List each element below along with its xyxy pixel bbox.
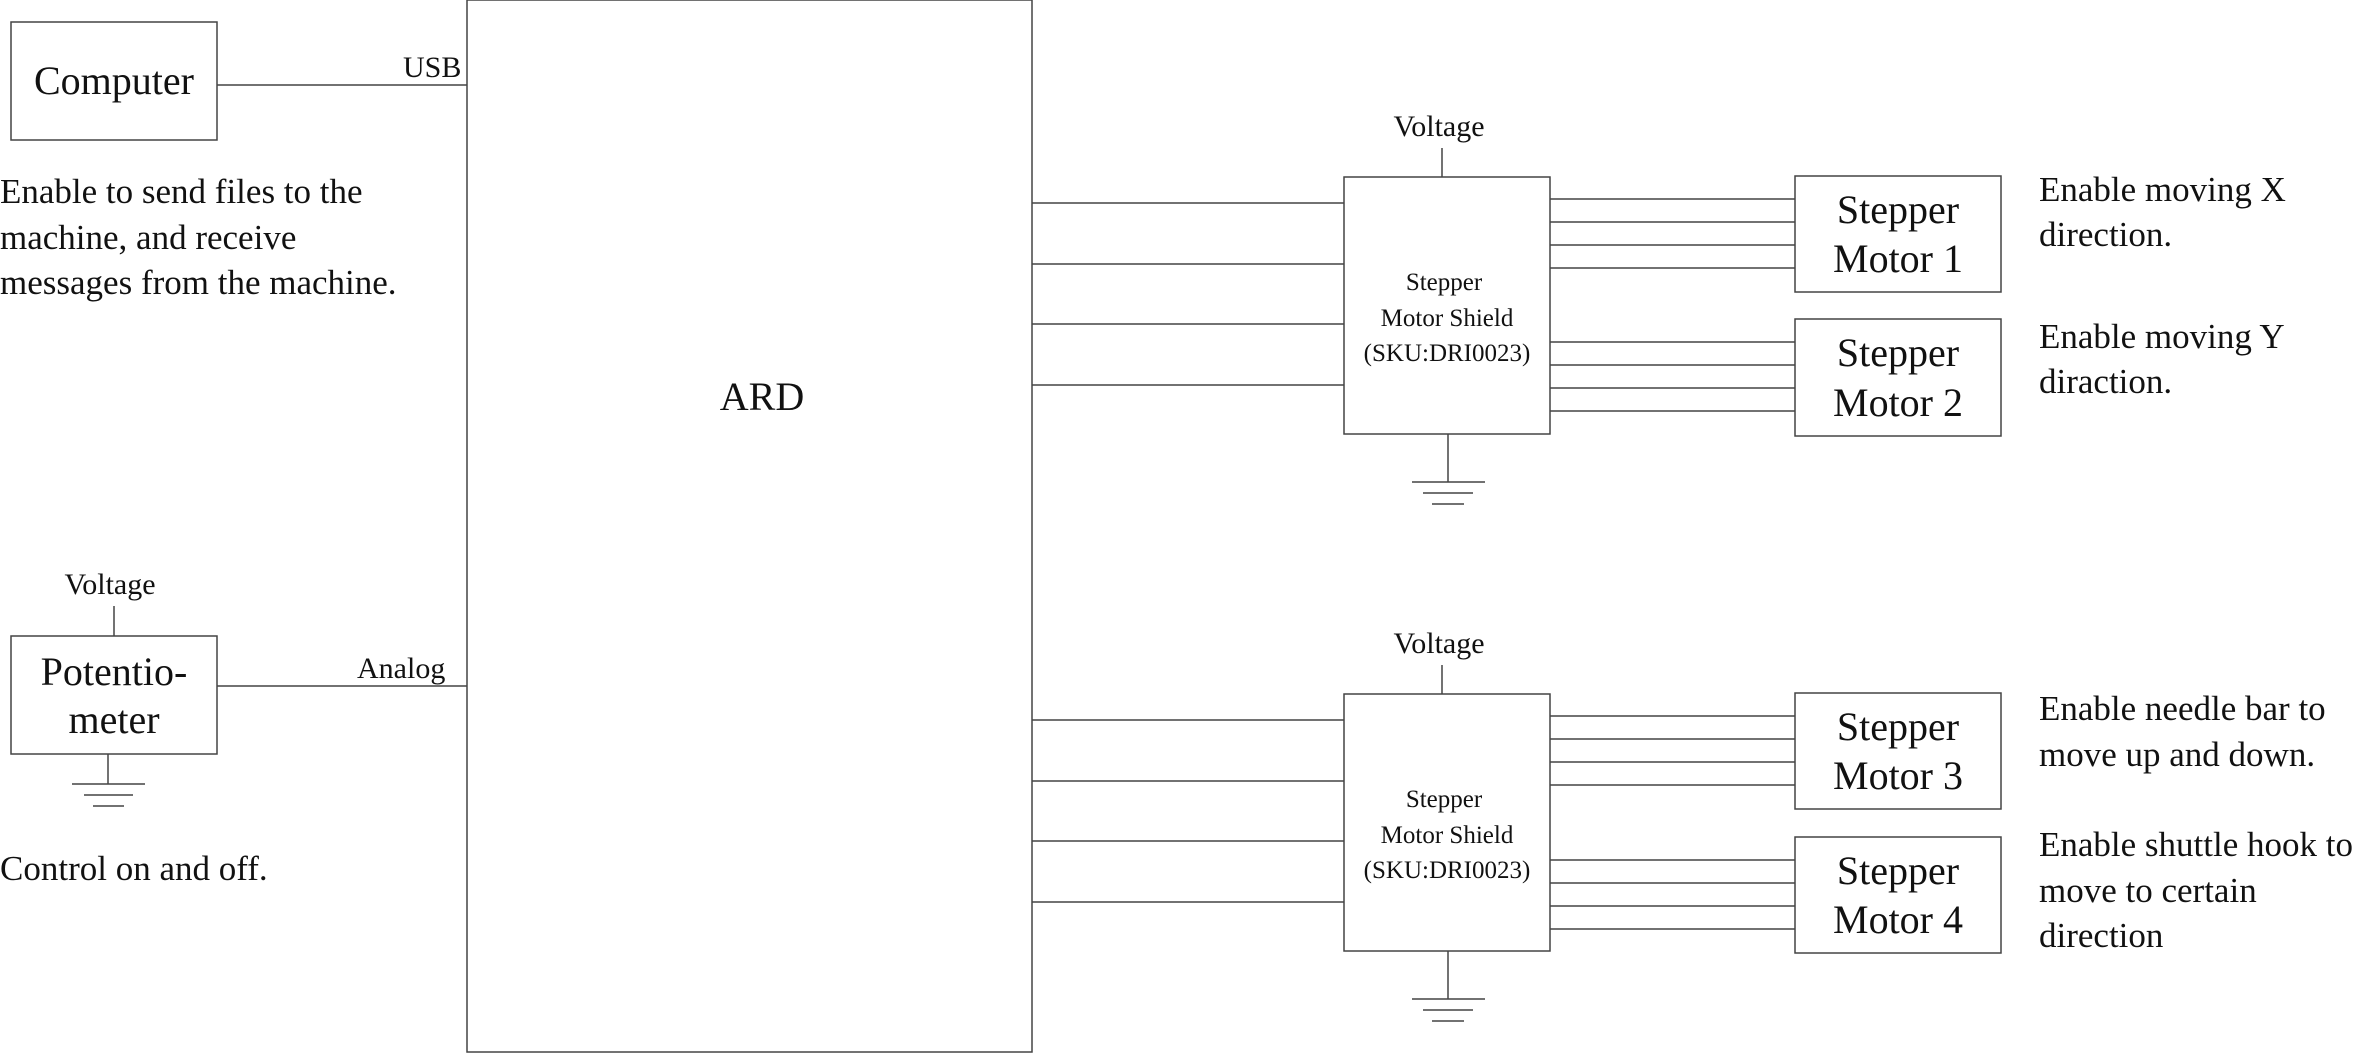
motor-4-box (1794, 836, 2002, 954)
bottom-shield-ground-icon (1412, 951, 1485, 1022)
potentiometer-voltage-label: Voltage (64, 568, 155, 601)
bottom-shield-label-line-3: (SKU:DRI0023) (1364, 857, 1531, 884)
motor-2-box (1794, 318, 2002, 437)
motor-2-label-line-1: Stepper (1837, 330, 1959, 375)
bottom-shield-label-line-2: Motor Shield (1381, 822, 1514, 849)
potentiometer-block: Voltage Potentio- meter (10, 568, 218, 807)
ard-block: ARD (466, 0, 1033, 1053)
motor-1-label-line-2: Motor 1 (1833, 236, 1963, 281)
motor-1-block: Stepper Motor 1 (1794, 175, 2002, 293)
motor-4-note: Enable shuttle hook to move to certain d… (2039, 825, 2353, 955)
motor-3-block: Stepper Motor 3 (1794, 692, 2002, 810)
potentiometer-label-line-2: meter (68, 697, 159, 742)
computer-block: Computer (10, 21, 218, 141)
top-shield-label-line-3: (SKU:DRI0023) (1364, 340, 1531, 367)
motor-2-note-line-2: diraction. (2039, 362, 2172, 401)
potentiometer-note: Control on and off. (0, 849, 268, 888)
bottom-shield-block: Voltage Stepper Motor Shield (SKU:DRI002… (1343, 627, 1551, 1022)
potentiometer-ground-icon (72, 754, 145, 807)
top-shield-box (1343, 176, 1551, 435)
shield-to-motor-4-wires (1550, 859, 1795, 930)
ard-box (466, 0, 1033, 1053)
motor-4-note-line-1: Enable shuttle hook to (2039, 825, 2353, 864)
motor-2-label-line-2: Motor 2 (1833, 380, 1963, 425)
top-shield-label-line-1: Stepper (1406, 269, 1483, 296)
motor-1-label-line-1: Stepper (1837, 187, 1959, 232)
motor-4-label-line-1: Stepper (1837, 848, 1959, 893)
computer-note-line-2: machine, and receive (0, 218, 296, 257)
computer-note-line-3: messages from the machine. (0, 263, 397, 302)
potentiometer-box (10, 635, 218, 755)
motor-4-label-line-2: Motor 4 (1833, 897, 1963, 942)
motor-3-label-line-1: Stepper (1837, 704, 1959, 749)
analog-label: Analog (357, 652, 445, 685)
top-shield-label-line-2: Motor Shield (1381, 305, 1514, 332)
shield-to-motor-2-wires (1550, 341, 1795, 412)
motor-4-note-line-2: move to certain (2039, 871, 2257, 910)
potentiometer-label-line-1: Potentio- (41, 649, 188, 694)
computer-box (10, 21, 218, 141)
ard-to-bottom-shield-wires (1032, 719, 1344, 903)
motor-3-note-line-2: move up and down. (2039, 735, 2315, 774)
motor-4-note-line-3: direction (2039, 916, 2163, 955)
motor-2-note: Enable moving Y diraction. (2039, 317, 2285, 401)
top-shield-block: Voltage Stepper Motor Shield (SKU:DRI002… (1343, 110, 1551, 505)
shield-to-motor-3-wires (1550, 715, 1795, 786)
motor-2-block: Stepper Motor 2 (1794, 318, 2002, 437)
top-shield-voltage-label: Voltage (1393, 110, 1484, 143)
motor-1-note-line-1: Enable moving X (2039, 170, 2286, 209)
motor-3-label-line-2: Motor 3 (1833, 753, 1963, 798)
bottom-shield-label-line-1: Stepper (1406, 786, 1483, 813)
motor-1-note-line-2: direction. (2039, 215, 2172, 254)
usb-label: USB (403, 51, 461, 84)
bottom-shield-box (1343, 693, 1551, 952)
motor-1-box (1794, 175, 2002, 293)
motor-3-note: Enable needle bar to move up and down. (2039, 689, 2326, 774)
computer-note: Enable to send files to the machine, and… (0, 172, 397, 302)
ard-label: ARD (720, 374, 804, 419)
ard-to-top-shield-wires (1032, 202, 1344, 386)
top-shield-ground-icon (1412, 434, 1485, 505)
computer-note-line-1: Enable to send files to the (0, 172, 363, 211)
motor-1-note: Enable moving X direction. (2039, 170, 2286, 254)
bottom-shield-voltage-label: Voltage (1393, 627, 1484, 660)
computer-label: Computer (34, 58, 194, 103)
motor-2-note-line-1: Enable moving Y (2039, 317, 2285, 356)
motor-3-note-line-1: Enable needle bar to (2039, 689, 2326, 728)
motor-3-box (1794, 692, 2002, 810)
shield-to-motor-1-wires (1550, 198, 1795, 269)
motor-4-block: Stepper Motor 4 (1794, 836, 2002, 954)
